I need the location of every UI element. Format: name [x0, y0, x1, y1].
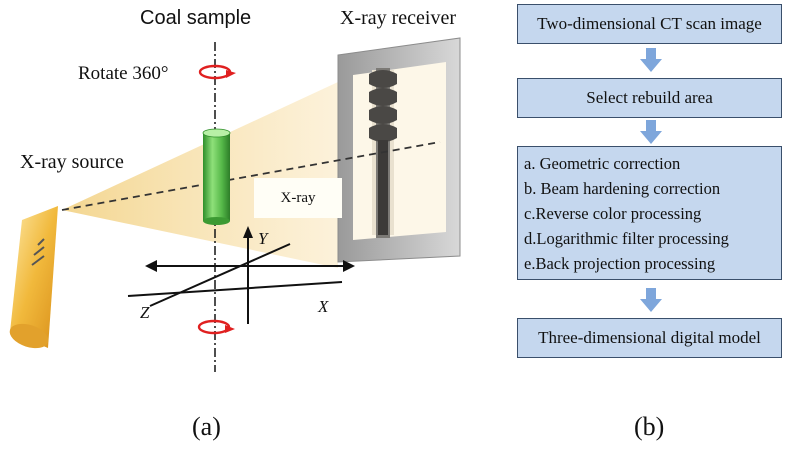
rotate-label: Rotate 360°: [78, 63, 169, 84]
processing-step: c.Reverse color processing: [524, 204, 702, 223]
coal-sample-label: Coal sample: [140, 7, 252, 29]
down-arrow-icon: [640, 288, 662, 312]
xray-source-label: X-ray source: [20, 151, 124, 173]
axis-x-label: X: [318, 297, 329, 316]
flow-step-processing: a. Geometric correction b. Beam hardenin…: [517, 146, 782, 280]
xray-receiver-label: X-ray receiver: [340, 7, 457, 29]
processing-step: e.Back projection processing: [524, 254, 716, 273]
axis-y-label: Y: [258, 229, 268, 248]
processing-step: d.Logarithmic filter processing: [524, 229, 729, 248]
down-arrow-icon: [640, 48, 662, 72]
flow-step-scan-image: Two-dimensional CT scan image: [517, 4, 782, 44]
flow-step-3d-model: Three-dimensional digital model: [517, 318, 782, 358]
coordinate-axes: [127, 226, 355, 324]
axis-z-label: Z: [140, 303, 150, 322]
rotation-arrow-bottom: [197, 319, 235, 335]
xray-source: [9, 206, 58, 349]
central-ray: [61, 141, 441, 211]
processing-step: b. Beam hardening correction: [524, 179, 721, 198]
rotation-arrow-top: [198, 64, 236, 80]
caption-a: (a): [192, 412, 221, 441]
xray-beam: [62, 82, 338, 268]
caption-b: (b): [634, 412, 665, 441]
flow-step-select-area: Select rebuild area: [517, 78, 782, 118]
processing-step: a. Geometric correction: [524, 154, 681, 173]
xray-beam-label: X-ray: [254, 178, 342, 218]
ct-scanning-diagram: Coal sample X-ray receiver Rotate 360° X…: [9, 7, 461, 441]
coal-sample: [202, 128, 231, 225]
down-arrow-icon: [640, 120, 662, 144]
ct-scanning-illustration: [9, 37, 461, 372]
